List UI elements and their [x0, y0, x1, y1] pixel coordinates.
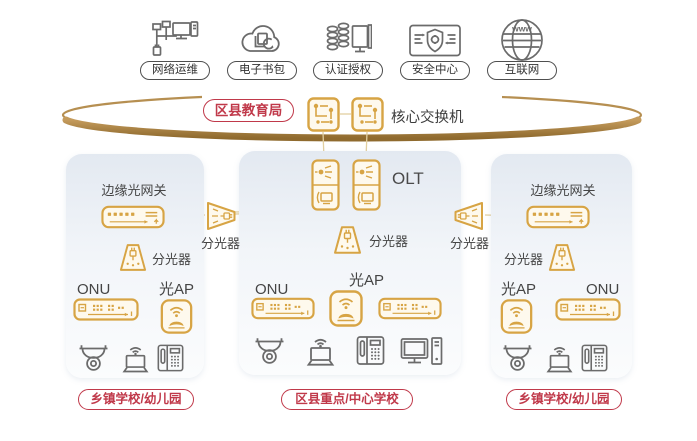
- backbone-ring-bottom-arc: [62, 116, 642, 142]
- left-ap-label: 光AP: [159, 281, 195, 298]
- network-ops-icon: [149, 20, 201, 60]
- center-phone-icon: [355, 334, 386, 367]
- center-ap-label: 光AP: [349, 272, 385, 289]
- left-optical-ap-icon: [160, 299, 193, 334]
- center-laptop-icon: [302, 336, 339, 367]
- service-label-network-ops: 网络运维: [140, 61, 210, 80]
- service-network-ops: [149, 20, 201, 60]
- right-external-splitter-label: 分光器: [450, 236, 490, 251]
- core-switch-icon-1: [307, 97, 340, 132]
- left-camera-icon: [76, 342, 111, 375]
- service-label-internet: 互联网: [487, 61, 557, 80]
- internet-www-text: www: [511, 24, 532, 34]
- service-ebag: [239, 20, 285, 60]
- right-optical-ap-icon: [500, 299, 533, 334]
- center-splitter-icon: [331, 225, 364, 255]
- left-external-splitter-label: 分光器: [201, 236, 241, 251]
- service-label-security: 安全中心: [400, 61, 470, 80]
- center-onu-icon-left: [251, 297, 315, 320]
- center-onu-label: ONU: [255, 281, 289, 298]
- right-onu-label: ONU: [586, 281, 620, 298]
- core-switch-label: 核心交换机: [391, 110, 464, 126]
- center-camera-icon: [252, 335, 287, 368]
- olt-icon-1: [311, 159, 340, 211]
- left-onu-label: ONU: [77, 281, 111, 298]
- olt-icon-2: [352, 159, 381, 211]
- right-phone-icon: [580, 342, 609, 374]
- olt-label: OLT: [392, 169, 424, 188]
- internet-globe-icon: www: [501, 19, 543, 61]
- service-label-ebag: 电子书包: [227, 61, 297, 80]
- right-gateway-label: 边缘光网关: [530, 183, 596, 198]
- auth-server-icon: [324, 20, 372, 62]
- right-gateway-icon: [526, 205, 590, 229]
- service-label-auth: 认证授权: [313, 61, 383, 80]
- site-label-right: 乡镇学校/幼儿园: [506, 389, 622, 410]
- right-external-splitter-icon: [453, 200, 485, 232]
- service-auth: [324, 20, 372, 62]
- security-center-icon: [408, 23, 462, 59]
- right-inner-splitter-icon: [546, 243, 578, 272]
- left-laptop-icon: [118, 344, 153, 374]
- right-camera-icon: [500, 342, 535, 375]
- center-splitter-label: 分光器: [369, 234, 409, 249]
- right-laptop-icon: [542, 344, 577, 374]
- right-inner-splitter-label: 分光器: [504, 252, 544, 267]
- left-onu-icon: [73, 298, 139, 321]
- site-label-left: 乡镇学校/幼儿园: [78, 389, 194, 410]
- left-inner-splitter-icon: [117, 243, 149, 272]
- left-gateway-label: 边缘光网关: [101, 183, 167, 198]
- left-external-splitter-icon: [205, 200, 237, 232]
- service-internet: www: [499, 17, 545, 63]
- right-onu-icon: [555, 298, 621, 321]
- core-switch-icon-2: [351, 97, 384, 132]
- bureau-badge: 区县教育局: [203, 99, 294, 122]
- left-gateway-icon: [101, 205, 165, 229]
- left-inner-splitter-label: 分光器: [152, 252, 192, 267]
- right-ap-label: 光AP: [501, 281, 537, 298]
- cloud-ebag-icon: [239, 20, 285, 60]
- center-desktop-icon: [399, 335, 444, 368]
- center-optical-ap-icon: [329, 290, 363, 327]
- left-phone-icon: [156, 342, 185, 374]
- site-label-center: 区县重点/中心学校: [281, 389, 413, 410]
- center-onu-icon-right: [378, 297, 442, 320]
- service-security: [408, 23, 462, 59]
- center-school-panel: [239, 151, 461, 375]
